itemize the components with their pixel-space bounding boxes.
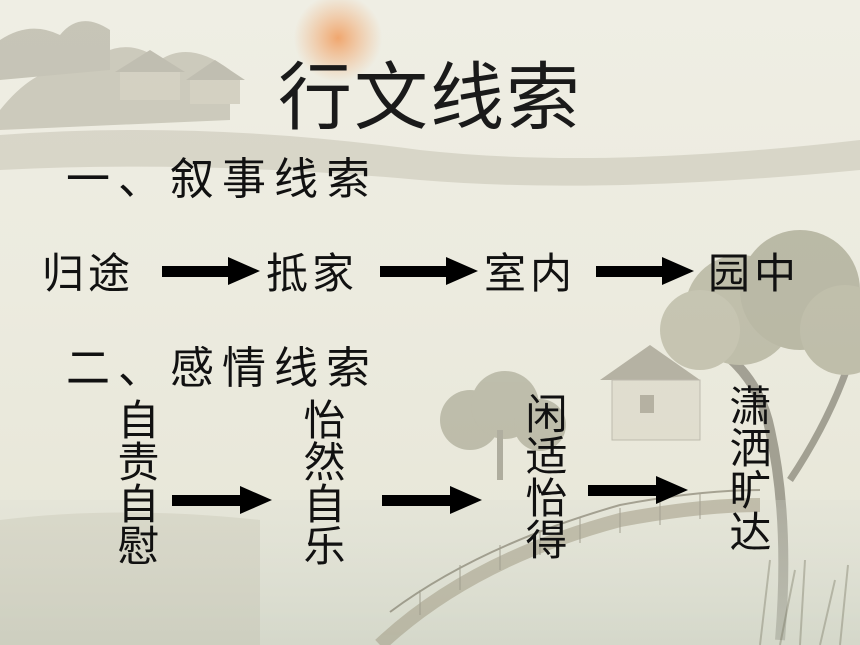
emotion-step: 闲适怡得: [519, 392, 568, 560]
right-arrow-icon: [588, 476, 688, 504]
emotion-heading: 二、感情线索: [66, 343, 378, 394]
right-arrow-icon: [596, 257, 694, 285]
village-decoration: [0, 21, 245, 131]
bridge-decoration: [375, 489, 761, 645]
emotion-step: 潇洒旷达: [723, 384, 772, 552]
right-arrow-icon: [162, 257, 260, 285]
narrative-step: 园中: [708, 249, 801, 298]
narrative-step: 室内: [484, 249, 577, 298]
narrative-step: 归途: [42, 249, 135, 298]
sun-icon: [294, 0, 382, 82]
page-title: 行文线索: [278, 55, 582, 141]
emotion-step: 怡然自乐: [297, 398, 346, 566]
right-arrow-icon: [382, 486, 482, 514]
right-arrow-icon: [172, 486, 272, 514]
emotion-step: 自责自慰: [111, 398, 160, 566]
narrative-heading: 一、叙事线索: [66, 154, 378, 205]
hut-decoration: [600, 345, 701, 441]
right-arrow-icon: [380, 257, 478, 285]
narrative-step: 抵家: [266, 249, 359, 298]
